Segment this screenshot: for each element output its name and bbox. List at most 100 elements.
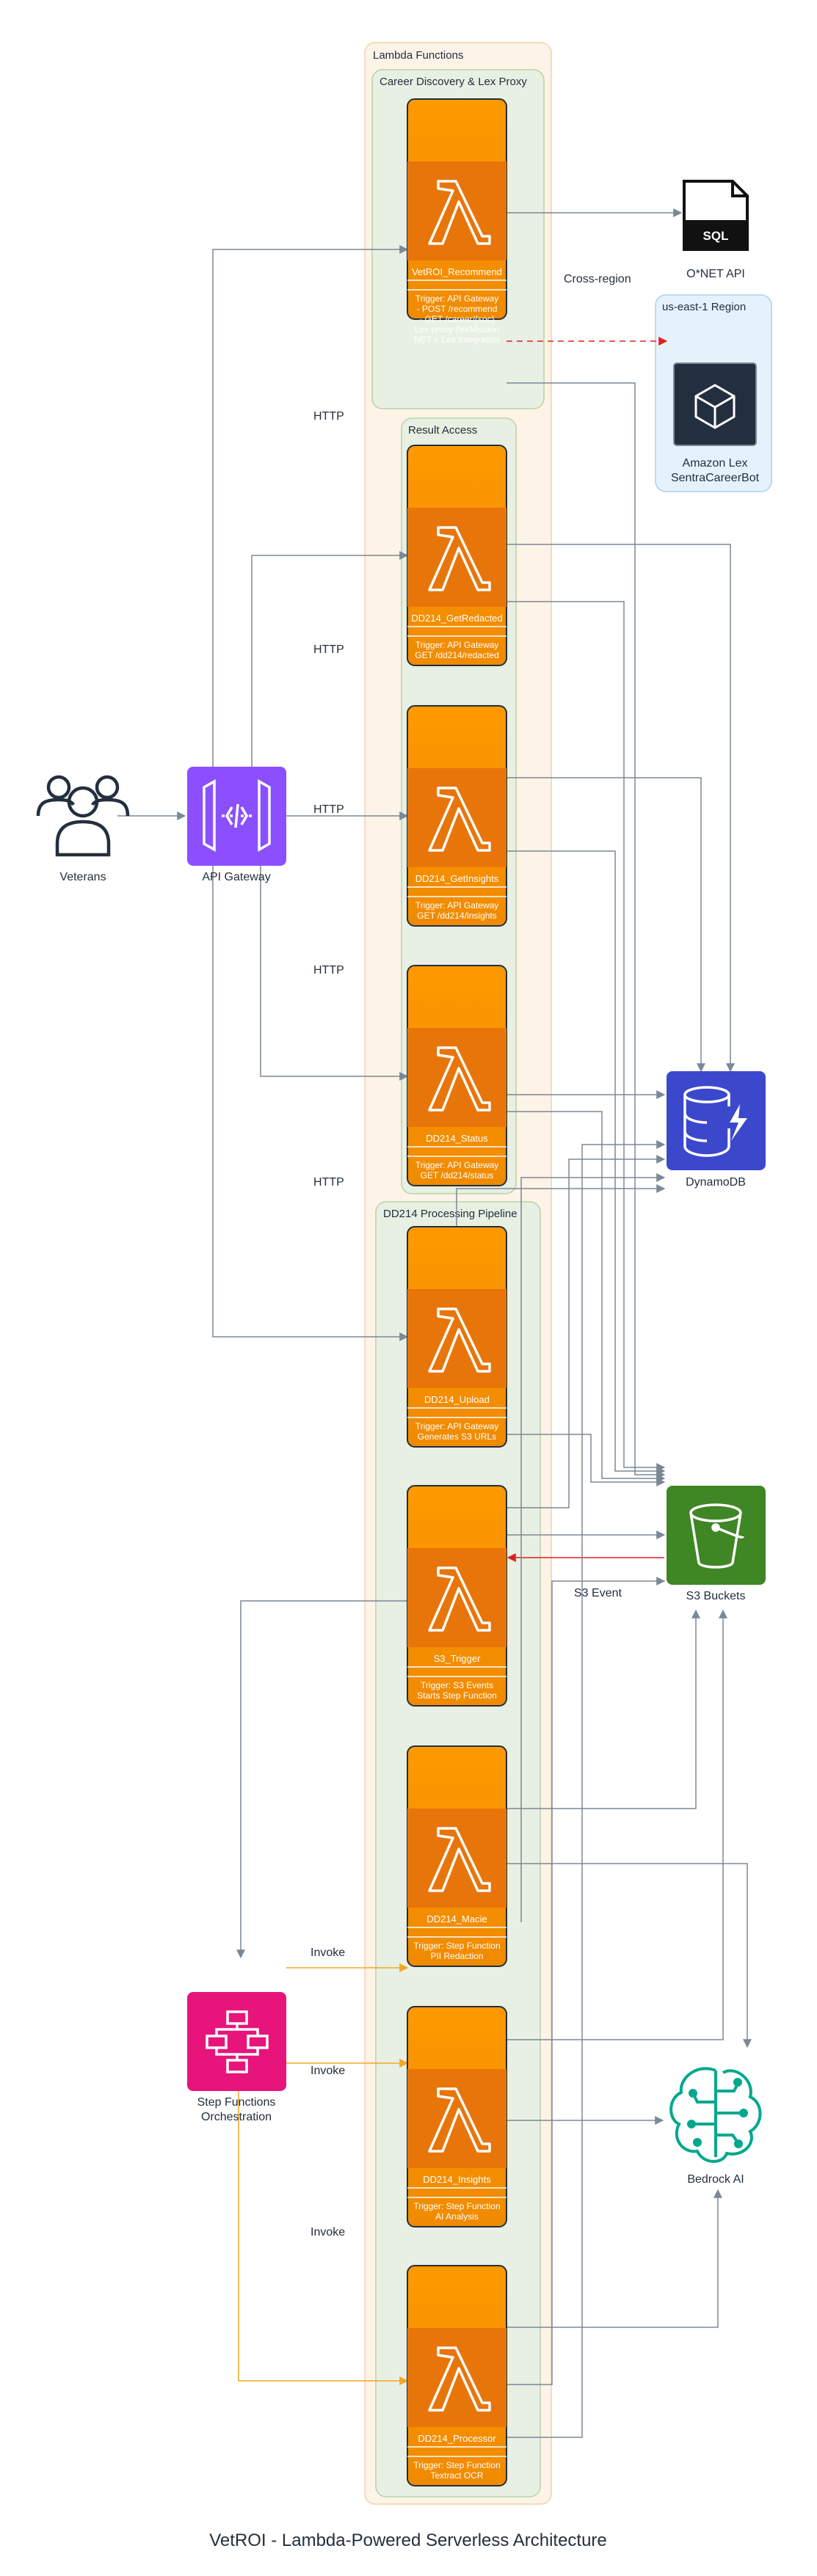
- lex-cube-icon: [694, 384, 736, 429]
- lambda-name: DD214_GetInsights: [415, 873, 499, 884]
- api-gateway-node[interactable]: API Gateway: [187, 767, 286, 883]
- lambda-trigger-line: Trigger: S3 Events: [421, 1680, 493, 1690]
- lambda-trigger-line: PII Redaction: [430, 1951, 483, 1961]
- cluster-result-access-label: Result Access: [408, 424, 477, 437]
- lambda-trigger-line: Starts Step Function: [417, 1690, 497, 1701]
- lambda-trigger-line: Trigger: API Gateway: [415, 1160, 499, 1170]
- dynamodb-icon: [683, 1086, 747, 1157]
- edge-processor-dynamodb: [506, 1140, 666, 2438]
- s3-node[interactable]: S3 Buckets: [667, 1486, 766, 1602]
- veterans-node[interactable]: Veterans: [36, 775, 130, 883]
- lambda-trigger-line: - POST /recommend: [417, 304, 498, 314]
- edge-apigw-vetroi: [212, 245, 409, 767]
- step-functions-label-line1: Step Functions: [197, 2096, 276, 2109]
- lambda-name: DD214_Macie: [426, 1913, 487, 1924]
- dynamodb-label: DynamoDB: [686, 1176, 746, 1189]
- lambda-name: DD214_GetRedacted: [411, 613, 502, 624]
- lambda-trigger-line: Trigger: Step Function: [413, 2460, 500, 2470]
- edge-s3trigger-dynamodb: [506, 1155, 666, 1508]
- veterans-label: Veterans: [59, 871, 106, 883]
- lambda-name: DD214_Status: [426, 1133, 488, 1144]
- edge-label-http-4: HTTP: [313, 964, 344, 977]
- edge-macie-bedrock: [506, 1863, 752, 2048]
- lambda-icon: [407, 1028, 506, 1127]
- lambda-icon: [407, 508, 506, 607]
- lambda-name: S3_Trigger: [434, 1653, 481, 1664]
- edge-label-http-1: HTTP: [313, 410, 344, 423]
- lambda-trigger-line: Trigger: Step Function: [413, 1941, 500, 1951]
- edge-macie-s3: [506, 1609, 700, 1809]
- lambda-trigger-line: GET /dd214/status: [421, 1170, 494, 1181]
- api-gateway-icon: [203, 778, 271, 853]
- lambda-trigger-line: Trigger: API Gateway: [415, 293, 499, 304]
- step-functions-node[interactable]: Step Functions Orchestration: [187, 1992, 286, 2123]
- edge-status-s3: [506, 1111, 666, 1483]
- lambda-trigger-line: GET /dd214/redacted: [415, 650, 499, 660]
- lambda-icon: [407, 2069, 506, 2168]
- dynamodb-node[interactable]: DynamoDB: [667, 1071, 766, 1189]
- api-gateway-label: API Gateway: [202, 871, 270, 883]
- lambda-trigger-line: GET /dd214/insights: [417, 911, 497, 921]
- edge-label-cross-region: Cross-region: [564, 273, 631, 285]
- lambda-icon: [407, 2328, 506, 2427]
- cluster-pipeline-label: DD214 Processing Pipeline: [383, 1208, 518, 1220]
- edge-redacted-dynamodb: [506, 544, 735, 1073]
- edge-label-invoke-3: Invoke: [311, 2226, 345, 2239]
- edge-vetroi-dynamodb: [506, 382, 666, 1479]
- lambda-icon: [407, 1289, 506, 1388]
- edge-apigw-redacted: [251, 551, 409, 767]
- bedrock-node[interactable]: Bedrock AI: [669, 2067, 762, 2186]
- edge-stepfunctions-processor: [238, 2091, 409, 2385]
- lambda-trigger-line: NET + Lex Integration: [414, 335, 500, 345]
- edge-insights-s3: [506, 1609, 727, 2040]
- lambda-name: VetROI_Recommend: [412, 266, 502, 277]
- lambda-name: DD214_Processor: [418, 2433, 496, 2444]
- edge-label-http-3: HTTP: [313, 803, 344, 816]
- edge-label-http-2: HTTP: [313, 643, 344, 656]
- sql-icon-text: SQL: [703, 229, 729, 243]
- onet-node[interactable]: SQL O*NET API: [683, 180, 749, 280]
- edge-apigw-status: [260, 866, 409, 1081]
- edge-upload-dynamodb: [456, 1184, 666, 1240]
- edge-redacted-s3: [506, 601, 666, 1472]
- lambda-trigger-line: AI Analysis: [435, 2211, 479, 2222]
- cluster-region-label: us-east-1 Region: [662, 301, 746, 313]
- step-functions-label-line2: Orchestration: [201, 2111, 272, 2123]
- cluster-career-label: Career Discovery & Lex Proxy: [380, 76, 527, 88]
- bedrock-brain-icon: [669, 2067, 762, 2163]
- edge-processor-s3: [506, 1577, 666, 2385]
- lambda-trigger-line: Textract OCR: [430, 2470, 483, 2481]
- lambda-trigger-line: Trigger: Step Function: [413, 2201, 500, 2211]
- edge-insights-get-s3: [506, 850, 666, 1475]
- lambda-name: DD214_Upload: [424, 1394, 490, 1405]
- lambda-trigger-line: Generates S3 URLs: [418, 1431, 496, 1442]
- sql-file-icon: SQL: [683, 180, 749, 251]
- edge-label-s3-event: S3 Event: [574, 1587, 622, 1599]
- lex-label-line2: SentraCareerBot: [671, 472, 760, 484]
- amazon-lex-node[interactable]: Amazon Lex SentraCareerBot: [671, 362, 760, 484]
- edge-apigw-upload: [212, 866, 409, 1341]
- lambda-trigger-line: Trigger: API Gateway: [415, 900, 499, 911]
- users-icon: [36, 775, 130, 857]
- edge-insights-get-dynamodb: [506, 777, 705, 1073]
- edge-processor-bedrock: [506, 2189, 722, 2328]
- lex-label-line1: Amazon Lex: [683, 457, 748, 470]
- lambda-name: DD214_Insights: [423, 2174, 491, 2185]
- s3-label: S3 Buckets: [686, 1590, 746, 1602]
- edge-label-http-5: HTTP: [313, 1176, 344, 1189]
- lambda-trigger-line: - GET /career/{soc}: [419, 314, 495, 324]
- lambda-trigger-line: Trigger: API Gateway: [415, 1421, 499, 1431]
- edge-labels: HTTP HTTP HTTP HTTP HTTP Cross-region S3…: [311, 273, 631, 2239]
- lambda-trigger-line: Trigger: API Gateway: [415, 640, 499, 650]
- lambda-icon: [407, 768, 506, 867]
